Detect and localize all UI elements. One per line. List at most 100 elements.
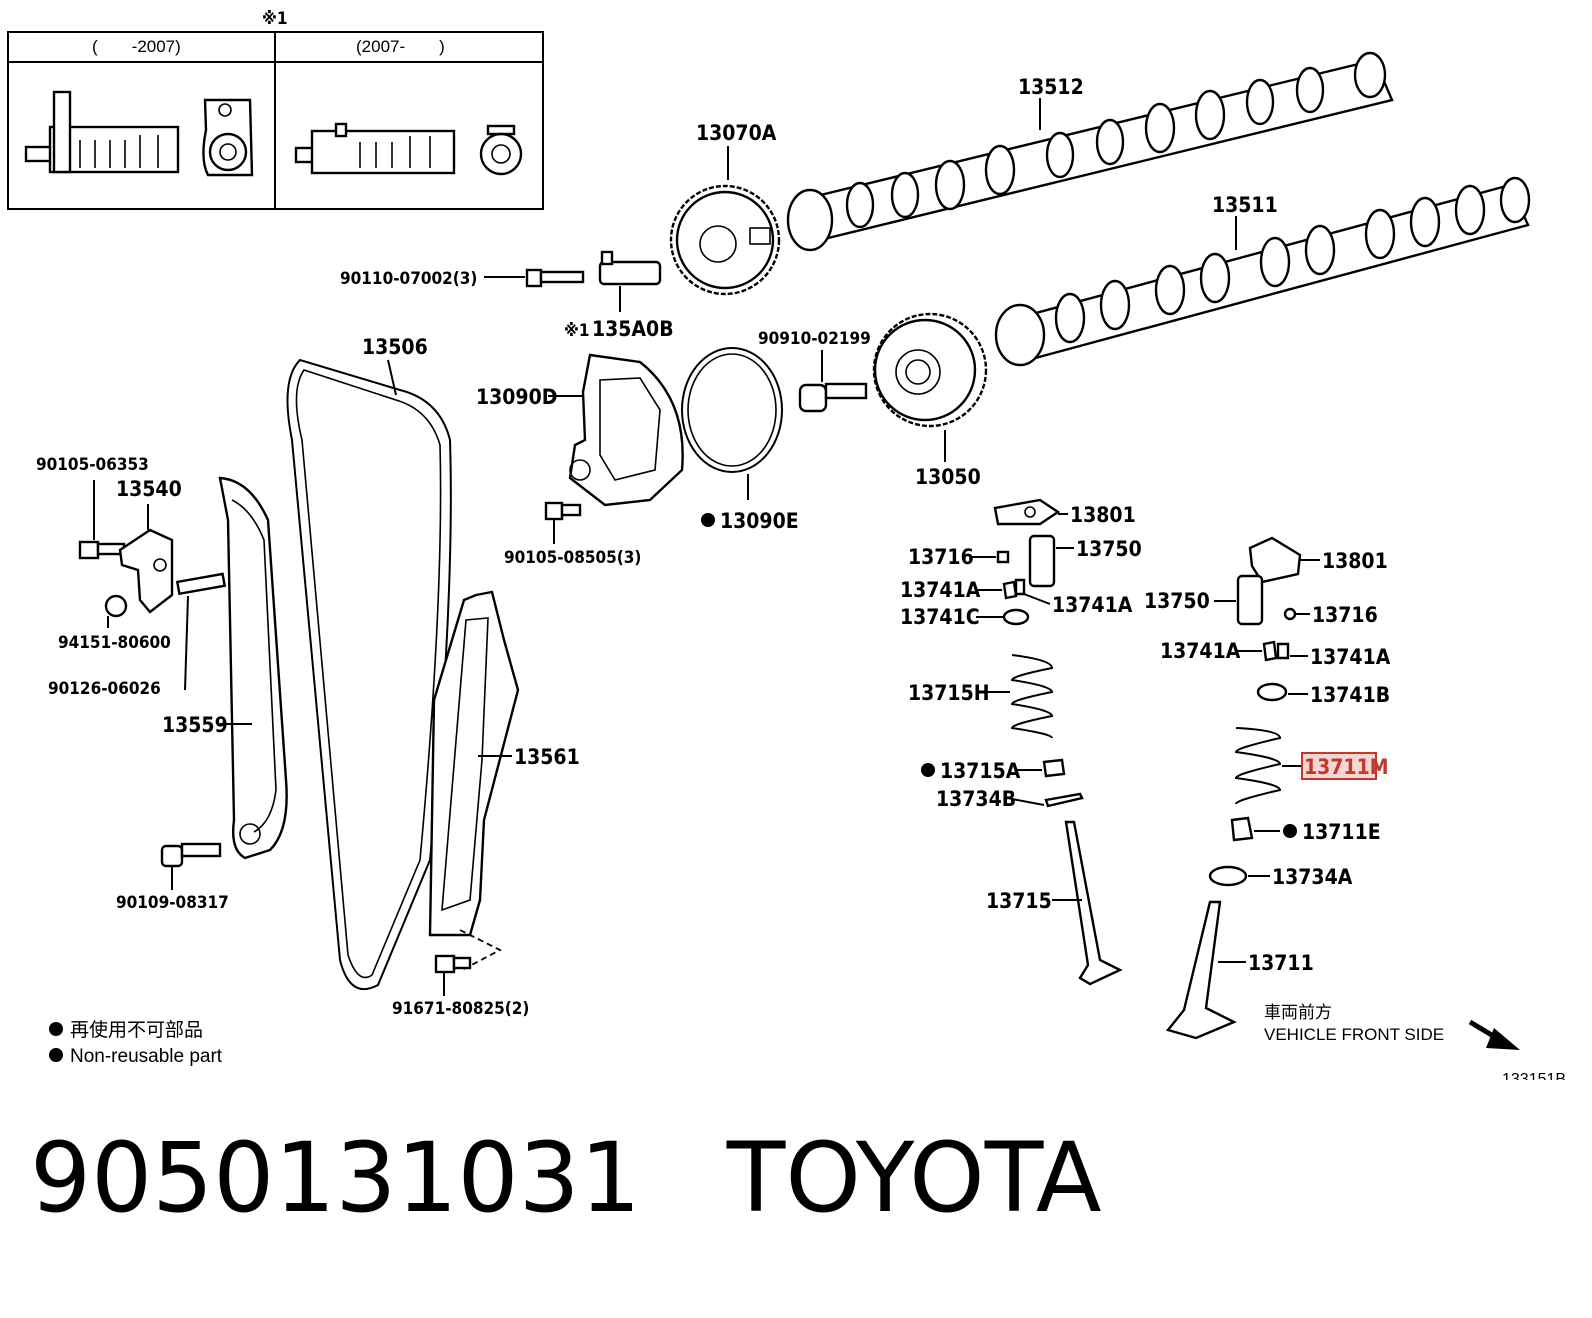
label-13716-right: 13716	[1312, 603, 1378, 627]
non-reusable-dot	[1283, 824, 1297, 838]
bolt-90910-drawing	[798, 382, 868, 413]
parts-diagram: ※1 ( -2007) (2007- )	[7, 9, 1566, 1080]
valve-stem-seal-left	[1042, 758, 1066, 778]
label-135A0B: 135A0B	[592, 317, 674, 341]
label-13715H: 13715H	[908, 681, 990, 705]
valve-spring-right-drawing	[1234, 727, 1282, 805]
legend-dot	[49, 1022, 63, 1036]
label-13711: 13711	[1248, 951, 1314, 975]
timing-chain-drawing	[286, 358, 452, 991]
label-13734B: 13734B	[936, 787, 1016, 811]
label-13050: 13050	[915, 465, 981, 489]
label-91671-80825: 91671-80825(2)	[392, 999, 529, 1019]
label-90126-06026: 90126-06026	[48, 679, 161, 699]
label-13801-left: 13801	[1070, 503, 1136, 527]
label-90105-08505: 90105-08505(3)	[504, 548, 641, 568]
exhaust-cam-timing-gear-drawing	[669, 146, 781, 296]
spring-seat-left	[1044, 792, 1084, 808]
chain-tensioner-drawing	[118, 528, 174, 614]
label-13561: 13561	[514, 745, 580, 769]
inset-left-header: ( -2007)	[92, 37, 181, 56]
valve-stem-cap-left	[996, 550, 1010, 564]
front-jp: 車両前方	[1264, 1003, 1332, 1022]
chain-guide-drawing	[428, 590, 520, 937]
label-13715: 13715	[986, 889, 1052, 913]
timing-chain-cover-drawing	[568, 353, 684, 507]
intake-cam-timing-gear-drawing	[872, 312, 988, 462]
bolt-90109-drawing	[160, 842, 222, 890]
intake-valve-drawing	[1165, 900, 1237, 1040]
brand-name: TOYOTA	[726, 1122, 1102, 1234]
bolt-90105-08505-drawing	[544, 501, 582, 544]
intake-camshaft-drawing	[994, 176, 1531, 367]
label-135A0B-marker: ※1	[564, 321, 590, 341]
label-13559: 13559	[162, 713, 228, 737]
label-13741A-2: 13741A	[1052, 593, 1133, 617]
label-13070A: 13070A	[696, 121, 777, 145]
vehicle-front-indicator: 車両前方 VEHICLE FRONT SIDE	[1264, 1003, 1520, 1050]
oil-control-valve-new-drawing	[294, 122, 523, 176]
non-reusable-dot	[921, 763, 935, 777]
variant-inset: ※1 ( -2007) (2007- )	[7, 9, 544, 210]
highlight-box	[1301, 752, 1377, 780]
label-13512: 13512	[1018, 75, 1084, 99]
bolt-90105-06353-drawing	[78, 540, 126, 560]
nut-94151-drawing	[104, 594, 128, 628]
label-13711E: 13711E	[1302, 820, 1381, 844]
inset-right-header: (2007- )	[356, 37, 445, 56]
spring-retainer-left	[1002, 608, 1030, 626]
non-reusable-dot	[701, 513, 715, 527]
label-90109-08317: 90109-08317	[116, 893, 229, 913]
front-en: VEHICLE FRONT SIDE	[1264, 1025, 1444, 1044]
lash-adjuster-right	[1236, 574, 1264, 626]
label-13540: 13540	[116, 477, 182, 501]
rocker-arm-right-drawing	[1248, 536, 1302, 584]
legend-jp: 再使用不可部品	[70, 1019, 203, 1041]
spring-retainer-right	[1256, 682, 1288, 702]
label-13511: 13511	[1212, 193, 1278, 217]
lash-adjuster-left-drawing	[1028, 534, 1056, 588]
label-13741C: 13741C	[900, 605, 980, 629]
part-number: 9050131031	[30, 1122, 641, 1234]
oil-control-valve-drawing	[598, 250, 662, 312]
label-13711M: 13711M	[1304, 755, 1389, 779]
exhaust-valve-drawing	[1064, 820, 1123, 986]
valve-keepers-right-drawing	[1262, 640, 1290, 662]
valve-stem-seal-right	[1230, 816, 1254, 842]
label-13741A-3: 13741A	[1160, 639, 1241, 663]
spring-seat-right	[1208, 865, 1248, 887]
label-13715A: 13715A	[940, 759, 1021, 783]
label-13750-left: 13750	[1076, 537, 1142, 561]
inset-marker: ※1	[262, 9, 288, 29]
label-13716-left: 13716	[908, 545, 974, 569]
label-13741B: 13741B	[1310, 683, 1390, 707]
label-13741A-1: 13741A	[900, 578, 981, 602]
label-90105-06353: 90105-06353	[36, 455, 149, 475]
label-13090E: 13090E	[720, 509, 799, 533]
cover-gasket-drawing	[681, 347, 783, 500]
valve-spring-left-drawing	[1010, 654, 1054, 739]
highlighted-part-13711M[interactable]: 13711M	[1301, 752, 1389, 780]
diagram-reference: 133151B	[1502, 1071, 1566, 1080]
bolt-90110-drawing	[525, 268, 585, 288]
exhaust-camshaft-drawing	[786, 51, 1394, 252]
label-13750-right: 13750	[1144, 589, 1210, 613]
stud-90126-drawing	[175, 572, 227, 596]
label-13741A-4: 13741A	[1310, 645, 1391, 669]
valve-keepers-left-drawing	[1002, 578, 1026, 600]
label-13801-right: 13801	[1322, 549, 1388, 573]
oil-control-valve-old-drawing	[24, 90, 254, 177]
legend: 再使用不可部品 Non-reusable part	[49, 1019, 223, 1067]
label-13090D: 13090D	[476, 385, 557, 409]
chain-tensioner-slipper-drawing	[218, 476, 288, 860]
legend-dot	[49, 1048, 63, 1062]
label-13506: 13506	[362, 335, 428, 359]
legend-en: Non-reusable part	[70, 1046, 223, 1067]
label-90910-02199: 90910-02199	[758, 329, 871, 349]
arrow-icon	[1486, 1028, 1520, 1050]
valve-stem-cap-right	[1283, 607, 1297, 621]
rocker-arm-left-drawing	[993, 498, 1061, 526]
label-94151-80600: 94151-80600	[58, 633, 171, 653]
label-90110-07002: 90110-07002(3)	[340, 269, 477, 289]
